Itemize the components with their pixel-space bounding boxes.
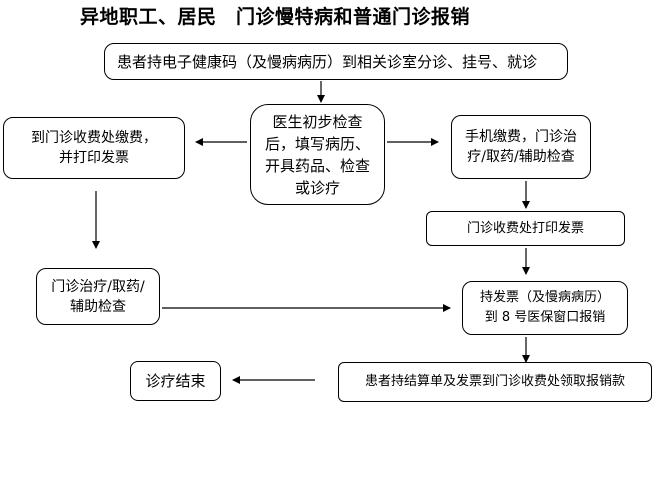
node-doctor-line-3: 开具药品、检查 xyxy=(264,156,370,175)
node-treatment-line-2: 辅助检查 xyxy=(70,298,126,315)
node-cashier-pay: 到门诊收费处缴费， 并打印发票 xyxy=(3,117,185,179)
node-treatment-line-1: 门诊治疗/取药/ xyxy=(51,278,145,295)
node-mobile-pay: 手机缴费，门诊治 疗/取药/辅助检查 xyxy=(451,115,591,179)
node-end: 诊疗结束 xyxy=(130,361,221,401)
diagram-title: 异地职工、居民 门诊慢特病和普通门诊报销 xyxy=(80,6,471,28)
node-treatment: 门诊治疗/取药/ 辅助检查 xyxy=(36,268,160,325)
node-settlement: 患者持结算单及发票到门诊收费处领取报销款 xyxy=(338,362,652,402)
node-doctor: 医生初步检查 后，填写病历、 开具药品、检查 或诊疗 xyxy=(250,104,385,205)
node-mobile-pay-line-1: 手机缴费，门诊治 xyxy=(465,129,577,145)
node-print-invoice: 门诊收费处打印发票 xyxy=(426,211,625,246)
node-doctor-line-1: 医生初步检查 xyxy=(272,112,363,131)
node-reimburse-window-line-2: 到 8 号医保窗口报销 xyxy=(484,310,606,325)
node-doctor-line-4: 或诊疗 xyxy=(294,178,340,197)
node-registration-text: 患者持电子健康码（及慢病病历）到相关诊室分诊、挂号、就诊 xyxy=(117,52,538,71)
node-print-invoice-text: 门诊收费处打印发票 xyxy=(466,220,584,236)
node-mobile-pay-line-2: 疗/取药/辅助检查 xyxy=(467,149,575,165)
node-doctor-line-2: 后，填写病历、 xyxy=(264,134,370,153)
node-settlement-text: 患者持结算单及发票到门诊收费处领取报销款 xyxy=(364,374,625,389)
node-reimburse-window: 持发票（及慢病病历） 到 8 号医保窗口报销 xyxy=(462,281,628,335)
node-registration: 患者持电子健康码（及慢病病历）到相关诊室分诊、挂号、就诊 xyxy=(104,43,568,80)
node-cashier-pay-line-2: 并打印发票 xyxy=(59,150,129,166)
node-end-text: 诊疗结束 xyxy=(145,372,206,390)
node-cashier-pay-line-1: 到门诊收费处缴费， xyxy=(31,130,157,146)
node-reimburse-window-line-1: 持发票（及慢病病历） xyxy=(479,290,610,305)
